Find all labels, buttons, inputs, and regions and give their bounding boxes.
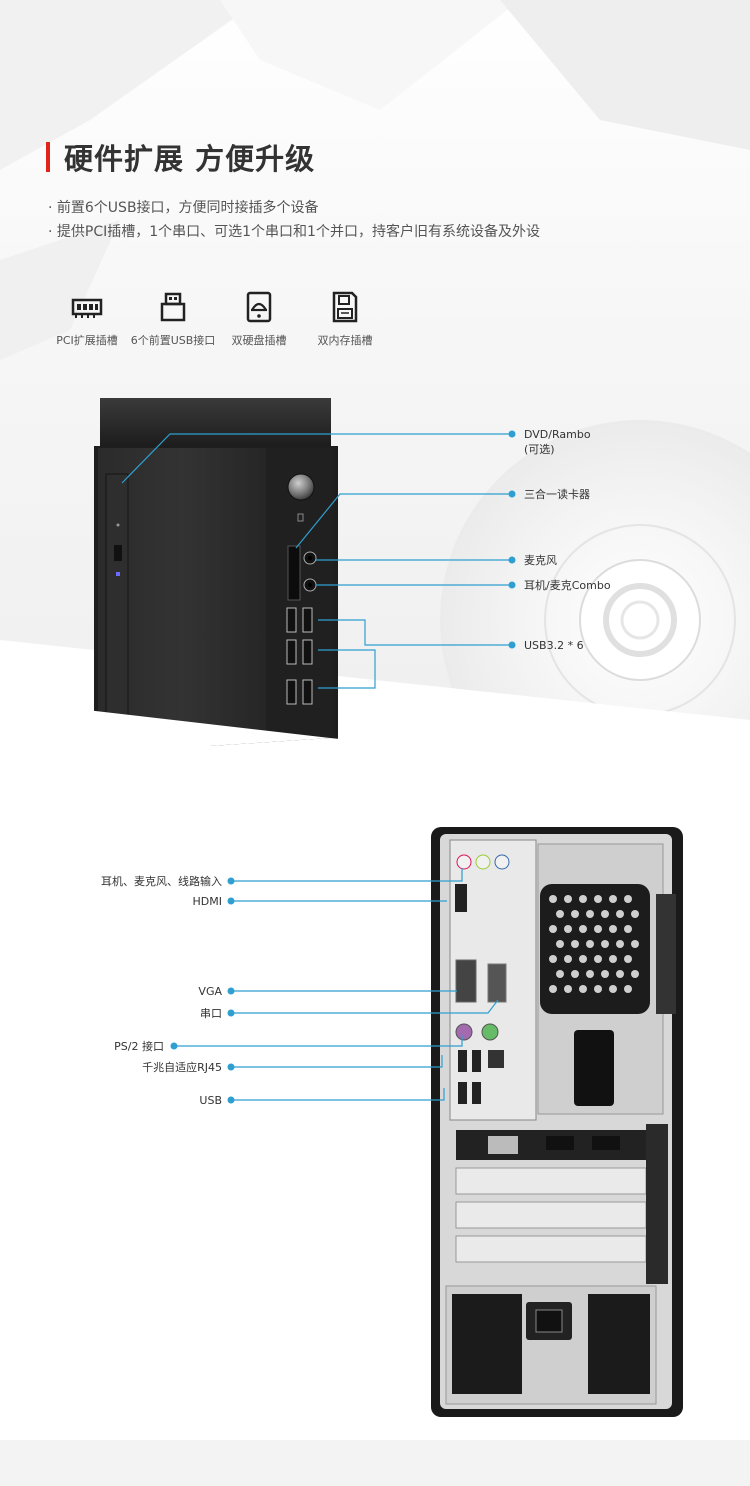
usb-port-icon	[160, 292, 186, 322]
callout-card-reader: 三合一读卡器	[524, 488, 590, 501]
rear-view-image	[431, 827, 683, 1417]
feature-icons: PCI扩展插槽 6个前置USB接口 双硬盘插槽 双内存插槽	[44, 290, 388, 348]
callout-ps2: PS/2 接口	[114, 1040, 164, 1053]
hard-drive-icon	[246, 291, 272, 323]
feature-hdd: 双硬盘插槽	[216, 290, 302, 348]
feature-label: 6个前置USB接口	[130, 334, 216, 347]
callout-audio-jacks: 耳机、麦克风、线路输入	[101, 875, 222, 888]
callout-rear-usb: USB	[199, 1094, 222, 1107]
feature-usb: 6个前置USB接口	[130, 290, 216, 348]
callout-serial: 串口	[200, 1007, 222, 1020]
feature-pci: PCI扩展插槽	[44, 290, 130, 348]
callout-mic: 麦克风	[524, 554, 557, 567]
headline-accent-bar	[46, 142, 50, 172]
bullet-item: · 提供PCI插槽，1个串口、可选1个串口和1个并口，持客户旧有系统设备及外设	[48, 224, 540, 240]
feature-label: PCI扩展插槽	[56, 334, 118, 347]
footer-band	[0, 1440, 750, 1486]
bullet-list: · 前置6个USB接口，方便同时接插多个设备 · 提供PCI插槽，1个串口、可选…	[48, 196, 540, 244]
callout-combo-jack: 耳机/麦克Combo	[524, 579, 611, 592]
feature-label: 双硬盘插槽	[231, 334, 287, 347]
feature-memory: 双内存插槽	[302, 290, 388, 348]
memory-card-icon	[332, 291, 358, 323]
callout-front-usb: USB3.2 * 6	[524, 639, 584, 652]
callout-label: DVD/Rambo	[524, 428, 591, 441]
feature-label: 双内存插槽	[317, 334, 373, 347]
callout-dvd: DVD/Rambo (可选)	[524, 427, 591, 457]
headline: 硬件扩展 方便升级	[46, 136, 315, 178]
callout-hdmi: HDMI	[192, 895, 222, 908]
callout-label-sub: (可选)	[524, 443, 555, 456]
pci-slot-icon	[71, 298, 103, 318]
callout-vga: VGA	[198, 985, 222, 998]
callout-rj45: 千兆自适应RJ45	[142, 1061, 222, 1074]
front-view-image	[94, 398, 338, 746]
page-title: 硬件扩展 方便升级	[64, 142, 316, 176]
bullet-item: · 前置6个USB接口，方便同时接插多个设备	[48, 200, 319, 216]
